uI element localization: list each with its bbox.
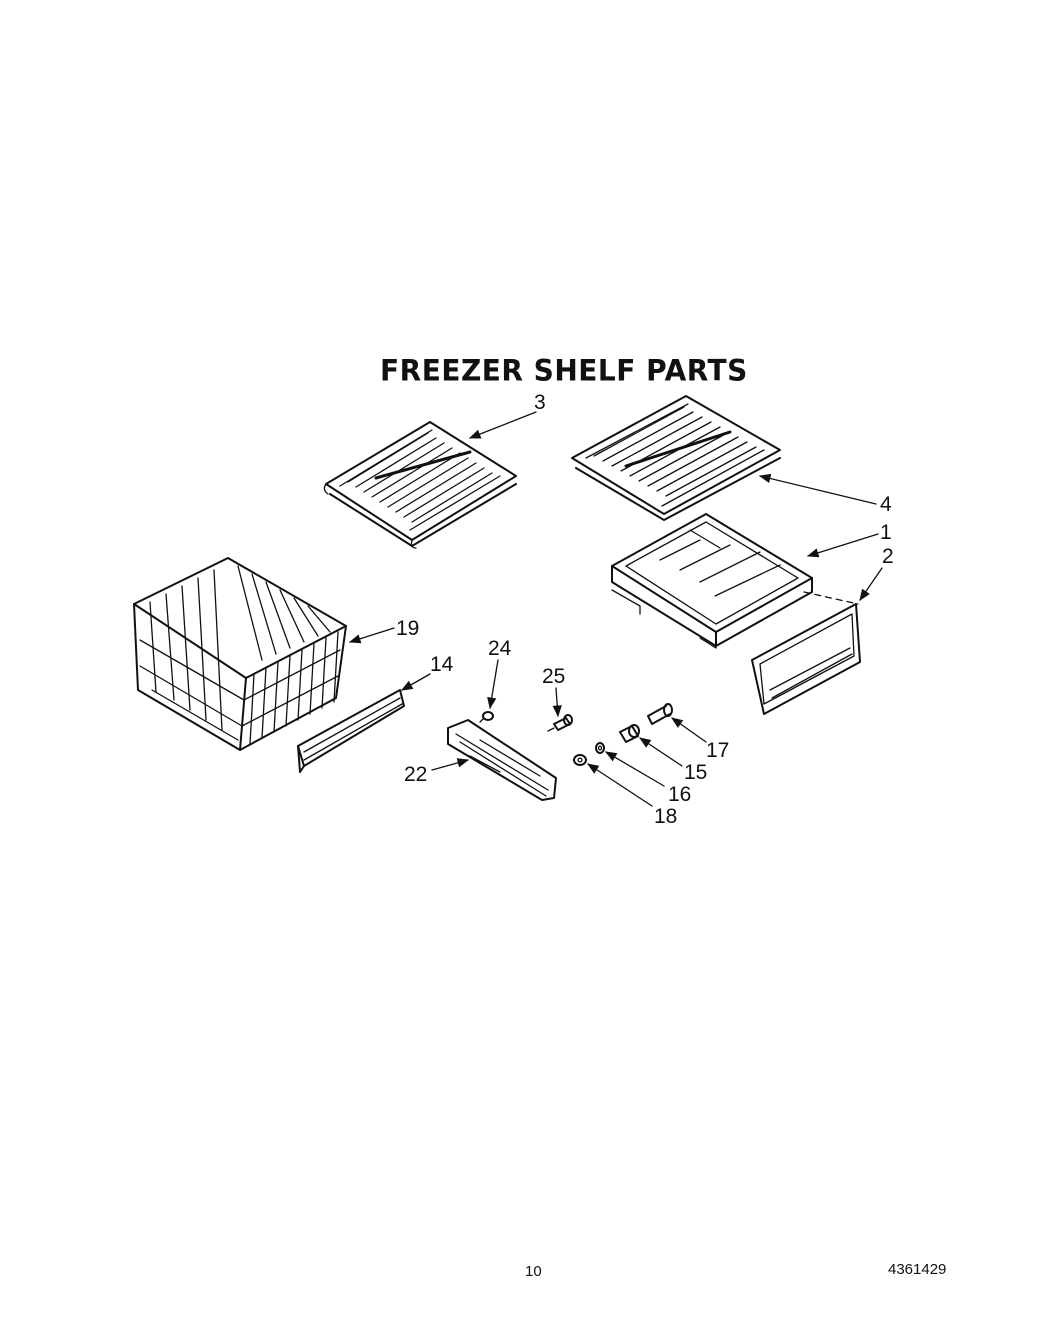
callout-1: 1 [880,521,892,544]
callout-3: 3 [534,391,546,414]
callout-4: 4 [880,493,892,516]
leader-24 [487,659,499,710]
leader-17 [671,717,707,743]
leader-lines [348,411,883,807]
leader-3 [468,411,537,439]
callout-22: 22 [404,763,428,786]
shelf-trim-part-2 [751,603,861,715]
callout-19: 19 [396,617,420,640]
document-number: 4361429 [888,1261,947,1278]
callout-14: 14 [430,653,454,676]
callout-2: 2 [882,545,894,568]
screw-part-24 [479,711,494,723]
page-number: 10 [525,1263,542,1280]
leader-22 [431,758,470,771]
spacer-part-16 [595,742,605,754]
leader-4 [758,473,877,505]
leader-18 [587,763,653,807]
leader-15 [639,737,683,767]
leader-19 [348,627,395,644]
glass-shelf-part-1 [611,513,859,649]
leader-16 [604,751,665,787]
wire-basket-part-19 [133,557,347,751]
slide-rail-part-22 [447,719,557,801]
leader-14 [400,673,431,691]
roller-part-15 [619,724,640,743]
leader-25 [552,687,562,718]
basket-trim-part-14 [297,689,405,773]
callout-24: 24 [488,637,512,660]
leader-1 [806,533,879,558]
callout-25: 25 [542,665,566,688]
bolt-part-17 [647,703,673,725]
wire-shelf-part-4 [571,395,781,521]
callout-16: 16 [668,783,692,806]
callout-18: 18 [654,805,678,828]
wire-shelf-part-3 [323,421,517,549]
leader-2 [859,567,883,601]
callout-15: 15 [684,761,708,784]
callout-17: 17 [706,739,730,762]
page-title: FREEZER SHELF PARTS [380,353,748,388]
screw-part-25 [547,714,573,732]
washer-part-18 [573,754,587,766]
